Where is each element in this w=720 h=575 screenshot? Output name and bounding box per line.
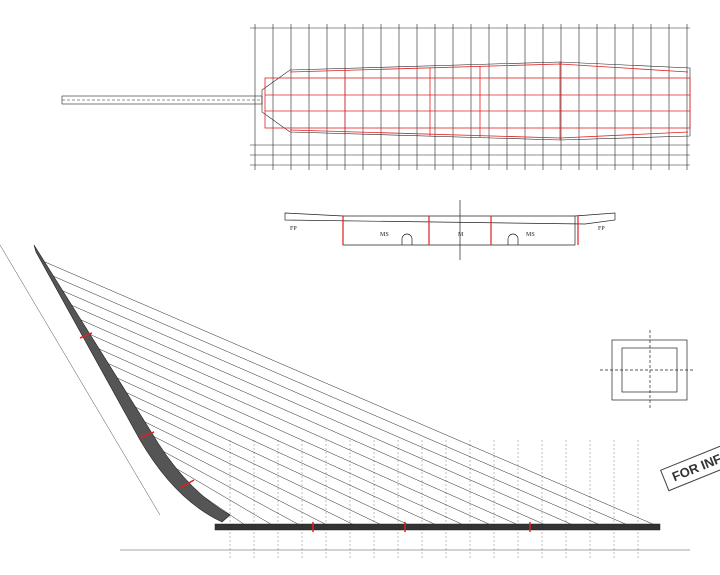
stay-cable: [79, 319, 546, 526]
stay-cable: [166, 462, 273, 526]
stay-cable: [44, 261, 656, 526]
stay-cable: [140, 419, 355, 526]
section-label-m: M: [458, 232, 464, 238]
section-label-ms-right: MS: [526, 232, 535, 238]
section-label-fp-left: FP: [290, 226, 297, 232]
stay-cable: [96, 347, 492, 526]
cross-section: [284, 200, 616, 260]
stay-cable: [88, 333, 519, 526]
section-label-fp-right: FP: [598, 226, 605, 232]
stay-cable: [131, 405, 382, 526]
elevation-view: [0, 244, 690, 560]
section-label-ms-left: MS: [380, 232, 389, 238]
stay-cable: [148, 433, 328, 526]
stay-cable: [122, 390, 410, 526]
box-section-detail: [600, 330, 695, 410]
stay-cable: [53, 276, 628, 526]
stay-cable: [70, 304, 574, 526]
stay-cable: [157, 448, 300, 526]
stay-cable: [105, 362, 464, 526]
stay-cable: [114, 376, 437, 526]
stay-cable: [62, 290, 601, 526]
plan-view: [61, 24, 691, 170]
